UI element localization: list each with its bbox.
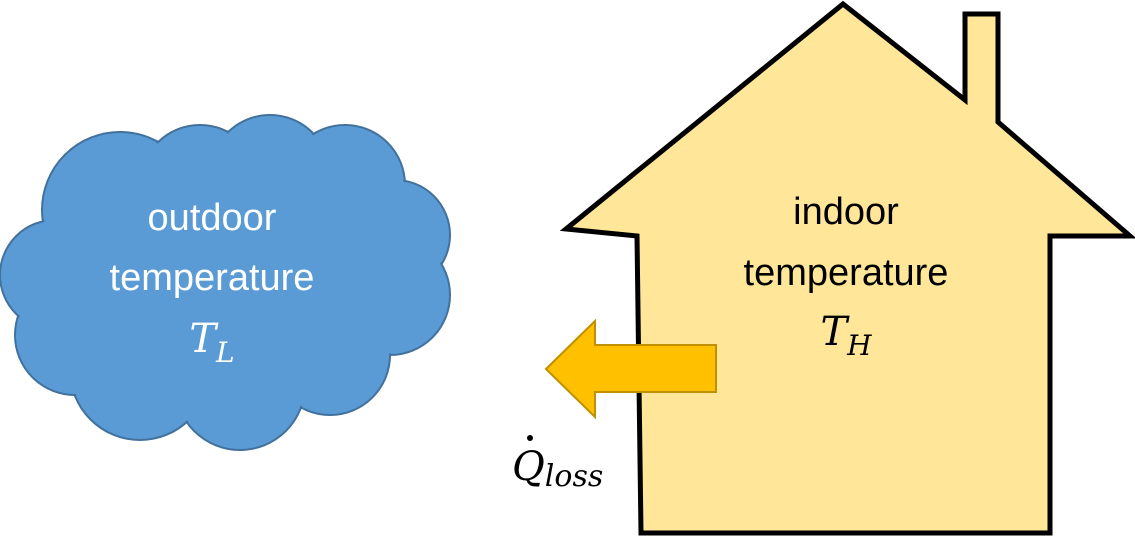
outdoor-symbol: TL bbox=[189, 316, 234, 369]
indoor-house: indoor temperature TH bbox=[559, 0, 1135, 536]
indoor-symbol: TH bbox=[820, 309, 872, 362]
cloud-fill-cover bbox=[1, 116, 449, 449]
cloud-shape bbox=[0, 114, 451, 451]
arrow-shape bbox=[544, 318, 717, 420]
cloud-fill-lobe bbox=[101, 156, 359, 414]
heat-loss-label: Qloss bbox=[512, 435, 603, 494]
outdoor-label-line2: temperature bbox=[110, 257, 315, 299]
outdoor-label-line1: outdoor bbox=[148, 197, 277, 239]
outdoor-cloud: outdoor temperature TL bbox=[0, 114, 451, 451]
heat-loss-symbol: Qloss bbox=[512, 444, 603, 494]
outdoor-symbol-main: T bbox=[189, 316, 219, 362]
outdoor-symbol-sub: L bbox=[215, 336, 235, 369]
heat-loss-symbol-main: Q bbox=[512, 444, 545, 490]
heat-loss-arrow bbox=[544, 318, 717, 420]
dot-accent bbox=[527, 435, 533, 441]
indoor-label-line2: temperature bbox=[744, 252, 949, 294]
cloud-fill-lobe bbox=[1, 221, 109, 329]
heat-loss-symbol-sub: loss bbox=[545, 459, 603, 494]
indoor-symbol-sub: H bbox=[846, 329, 872, 362]
house-shape bbox=[559, 0, 1135, 536]
indoor-symbol-main: T bbox=[820, 309, 850, 355]
indoor-label-line1: indoor bbox=[793, 191, 899, 233]
